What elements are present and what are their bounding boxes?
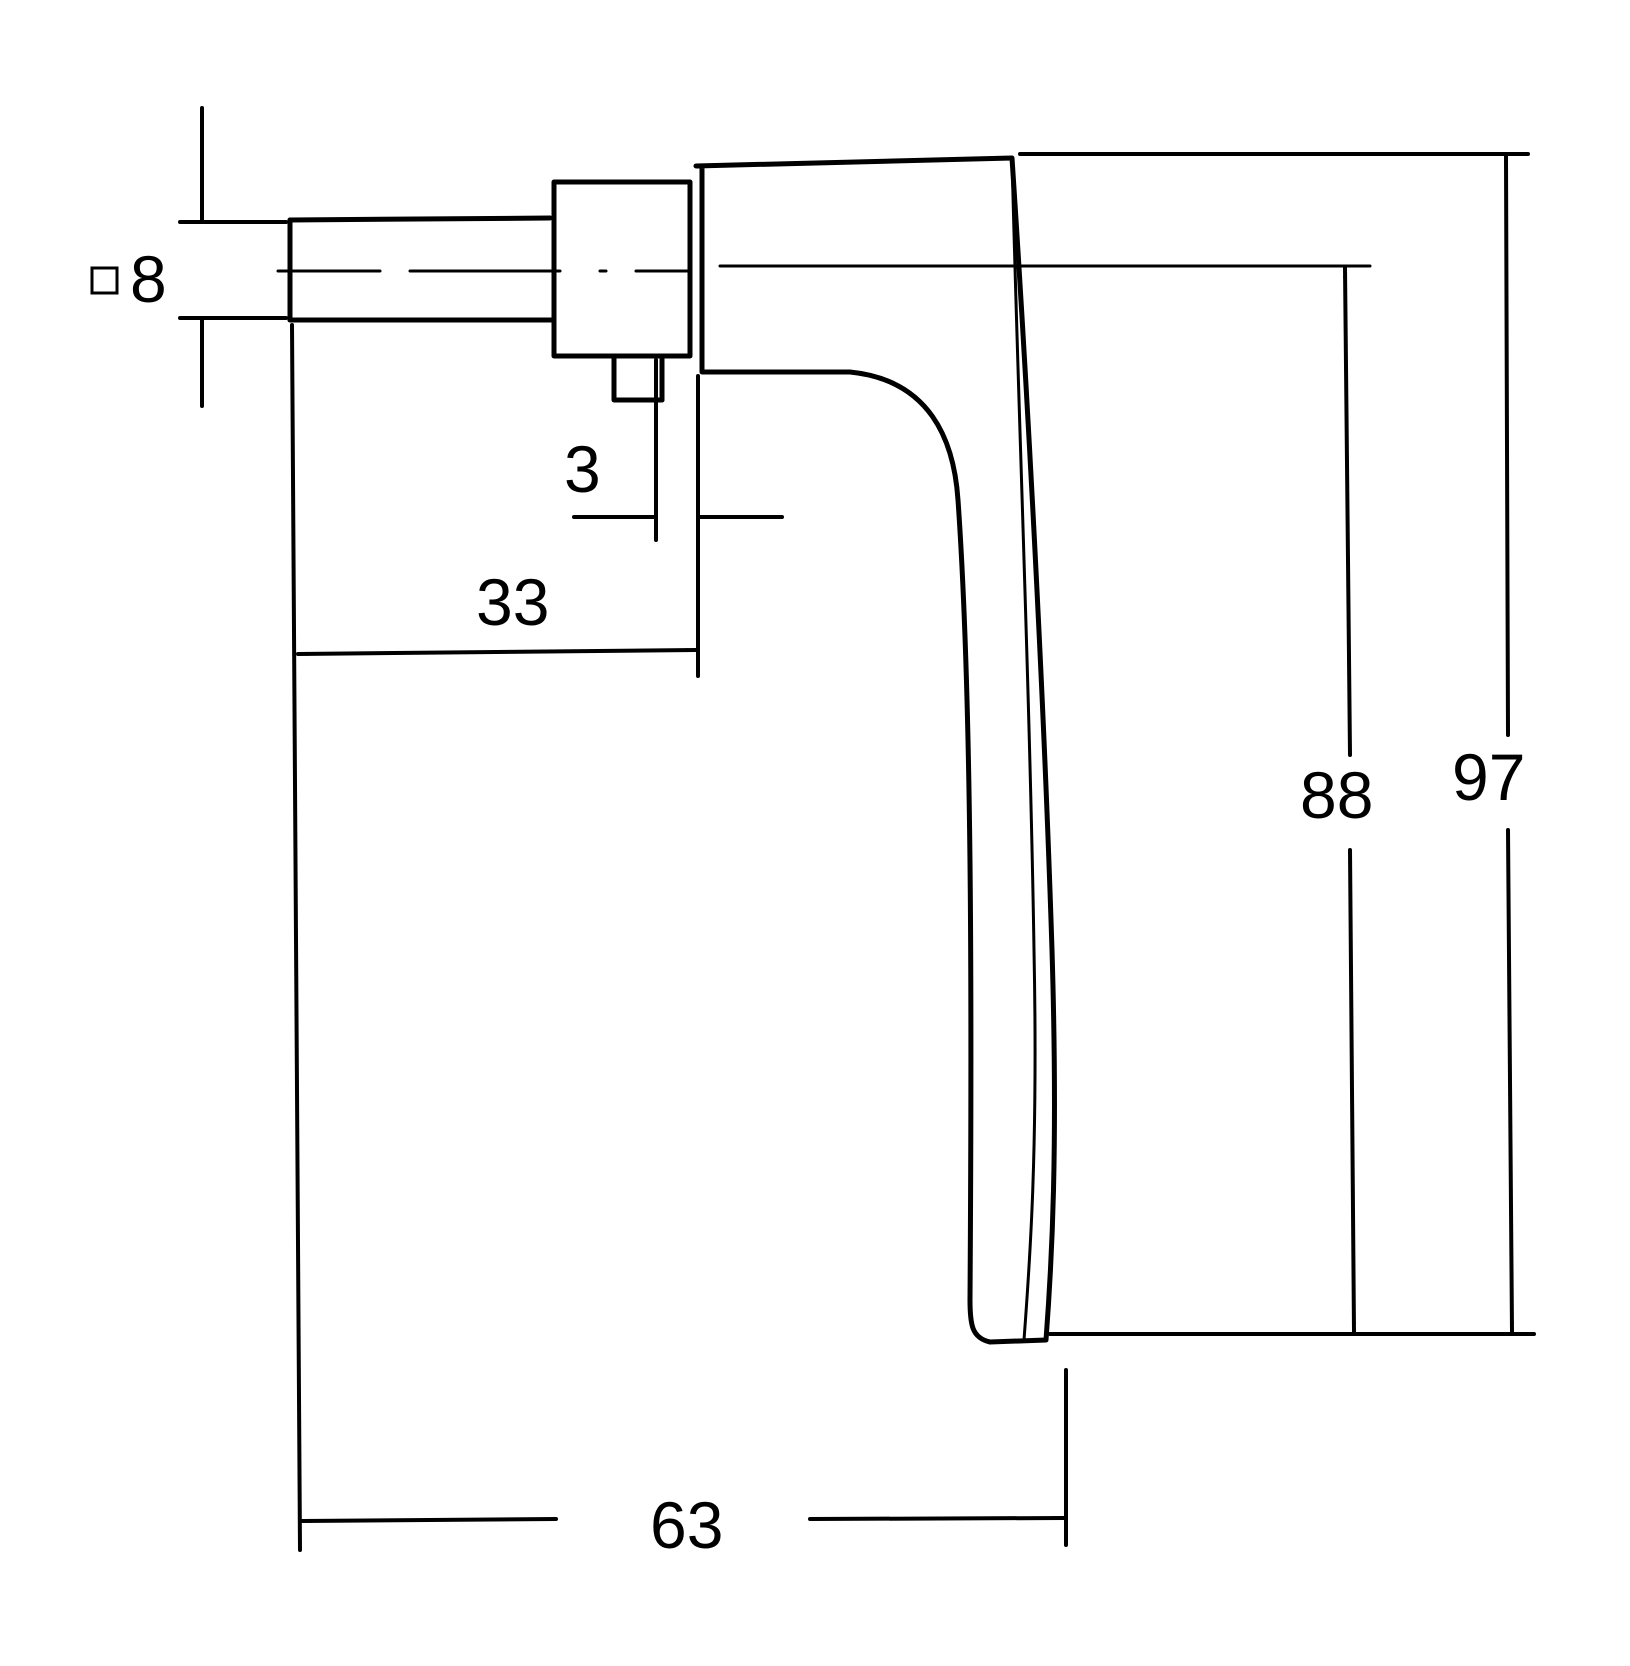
handle-body — [693, 155, 1057, 1345]
dim-square-spindle: 8 — [130, 242, 167, 316]
dim-projection: 63 — [650, 1488, 723, 1562]
centre-line — [276, 264, 1372, 273]
dim-spindle-length: 33 — [476, 565, 549, 639]
collar — [551, 179, 693, 359]
stop-tab — [611, 355, 665, 403]
dim-axis-to-bottom: 88 — [1300, 758, 1373, 832]
dim-gap: 3 — [564, 432, 601, 506]
dim-overall-height: 97 — [1452, 740, 1525, 814]
dimension-lines — [200, 106, 1514, 1523]
square-spindle — [287, 215, 555, 323]
extension-lines — [178, 152, 1536, 1552]
square-symbol-icon — [90, 266, 119, 295]
